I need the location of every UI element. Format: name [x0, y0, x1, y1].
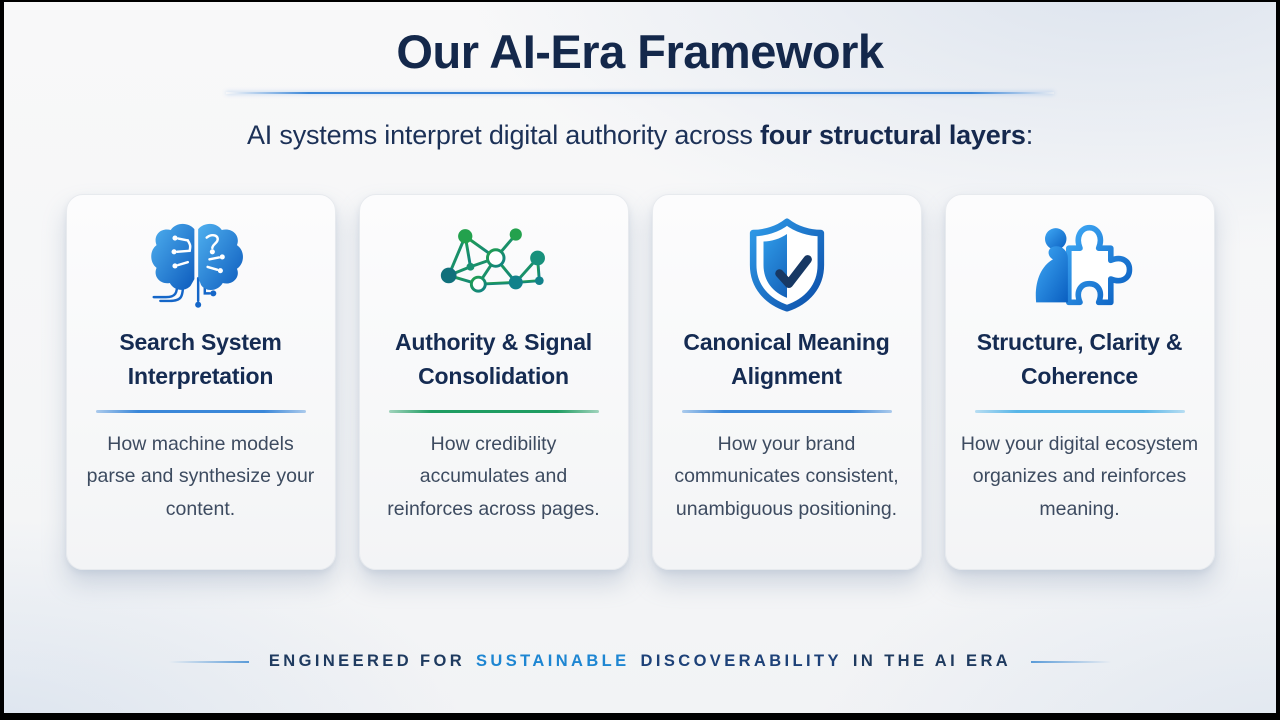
card-canonical-meaning-alignment: Canonical Meaning Alignment How your bra…	[651, 194, 922, 570]
card-title: Search System Interpretation	[119, 328, 282, 390]
footer-highlight-discoverability: DISCOVERABILITY	[640, 652, 842, 670]
shield-check-icon	[668, 209, 906, 321]
card-description: How your brand communicates consistent, …	[674, 433, 899, 520]
subtitle-emphasis: four structural layers	[760, 120, 1026, 150]
card-divider	[681, 410, 892, 413]
framework-cards-row: Search System Interpretation How machine…	[4, 194, 1276, 570]
footer-left-rule	[168, 660, 249, 663]
footer-tagline: ENGINEERED FOR SUSTAINABLE DISCOVERABILITY…	[4, 652, 1276, 671]
card-description: How your digital ecosystem organizes and…	[960, 433, 1199, 520]
page-title: Our AI-Era Framework	[396, 25, 884, 78]
title-divider	[226, 92, 1054, 94]
card-description: How credibility accumulates and reinforc…	[387, 433, 600, 520]
card-authority-signal-consolidation: Authority & Signal Consolidation How cre…	[358, 194, 629, 570]
subtitle-suffix: :	[1025, 120, 1034, 150]
card-divider	[95, 410, 306, 413]
card-title: Structure, Clarity & Coherence	[976, 328, 1183, 390]
footer-suffix: IN THE AI ERA	[852, 652, 1012, 670]
person-puzzle-icon	[961, 209, 1199, 321]
footer-right-rule	[1031, 660, 1112, 663]
card-title: Canonical Meaning Alignment	[683, 328, 890, 390]
card-description: How machine models parse and synthesize …	[86, 433, 315, 520]
brain-circuit-icon	[82, 209, 320, 321]
network-graph-icon	[375, 209, 613, 321]
card-title: Authority & Signal Consolidation	[394, 328, 592, 390]
subtitle-prefix: AI systems interpret digital authority a…	[246, 120, 760, 150]
card-divider	[974, 410, 1185, 413]
footer-prefix: ENGINEERED FOR	[268, 652, 466, 670]
card-structure-clarity-coherence: Structure, Clarity & Coherence How your …	[944, 194, 1215, 570]
card-search-system-interpretation: Search System Interpretation How machine…	[65, 194, 336, 570]
slide-subtitle: AI systems interpret digital authority a…	[4, 120, 1276, 151]
footer-highlight-sustainable: SUSTAINABLE	[476, 652, 630, 670]
slide-canvas: Our AI-Era Framework AI systems interpre…	[4, 2, 1276, 713]
card-divider	[388, 410, 599, 413]
